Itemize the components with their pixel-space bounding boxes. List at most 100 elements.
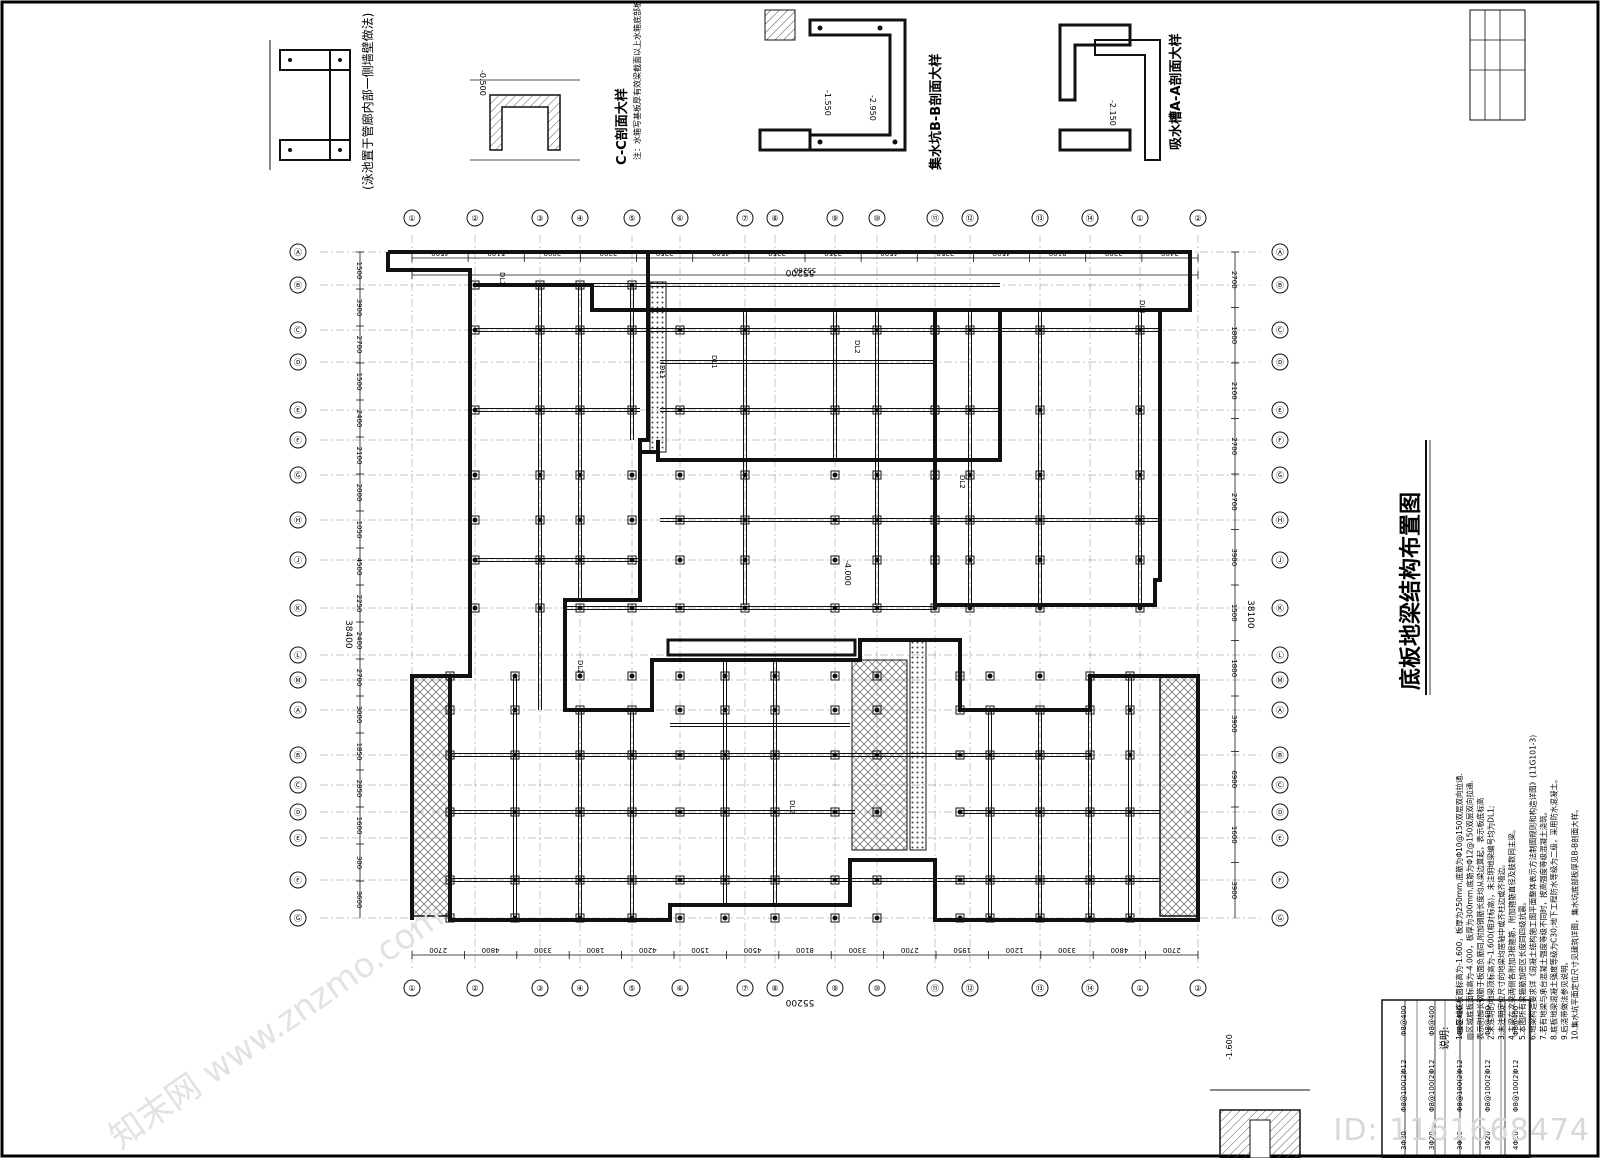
column-core (472, 557, 478, 563)
column (575, 913, 585, 923)
column (1085, 913, 1095, 923)
column (575, 671, 585, 681)
column-core (537, 472, 543, 478)
column (872, 807, 882, 817)
axis-bubble-right (1271, 701, 1289, 719)
detail-4-label: 吸水槽A-A剖面大样 (1168, 33, 1184, 150)
column-core (987, 707, 993, 713)
column (1135, 405, 1145, 415)
column (510, 705, 520, 715)
column (985, 913, 995, 923)
column (575, 470, 585, 480)
rebar-cell: Φ8@400 (1456, 1006, 1464, 1036)
column (965, 405, 975, 415)
column (830, 913, 840, 923)
axis-bubble-bottom (1189, 979, 1207, 997)
column-core (874, 915, 880, 921)
axis-bubble-left (289, 353, 307, 371)
note-line: 6.地梁构造要求详《混凝土结构施工图平面整体表示方法制图规则和构造详图》(11G… (1528, 735, 1538, 1040)
axis-bubble-top (623, 209, 641, 227)
column (675, 671, 685, 681)
axis-bubble-left (289, 746, 307, 764)
plan-outline-lower (388, 250, 1200, 922)
column-core (832, 809, 838, 815)
column-core (957, 915, 963, 921)
rebar-cell: Φ12 (1512, 1060, 1520, 1074)
column-core (1137, 327, 1143, 333)
rebar-cell: 3Φ20 (1400, 1131, 1408, 1150)
note-line: 7.若有地梁与承台混凝土强度等级不同时，按高强度等级混凝土浇筑。 (1538, 808, 1548, 1040)
column (575, 280, 585, 290)
bottom-dim-value: 1950 (953, 946, 971, 954)
axis-label-left: Ⓒ (294, 781, 302, 790)
bottom-dim-value: 3300 (848, 946, 866, 954)
column (1125, 913, 1135, 923)
axis-label-bottom: ⑪ (931, 984, 939, 993)
column-core (832, 472, 838, 478)
axis-label-left: Ⓐ (294, 706, 302, 715)
axis-label-left: Ⓐ (294, 248, 302, 257)
column (830, 325, 840, 335)
column (740, 325, 750, 335)
column (872, 671, 882, 681)
column (1135, 325, 1145, 335)
beam-label: DL2 (958, 475, 966, 489)
axis-label-bottom: ⑭ (1086, 984, 1094, 993)
detail-b-b (758, 9, 907, 152)
axis-label-bottom: ② (471, 984, 478, 993)
column (627, 405, 637, 415)
column (627, 875, 637, 885)
axis-bubble-right (1271, 671, 1289, 689)
column-core (629, 915, 635, 921)
column-core (832, 877, 838, 883)
axis-bubble-right (1271, 321, 1289, 339)
column-core (1037, 327, 1043, 333)
column-core (577, 707, 583, 713)
column-core (677, 877, 683, 883)
axis-label-left: Ⓖ (294, 471, 302, 480)
axis-label-top: ⑭ (1086, 214, 1094, 223)
column (1085, 705, 1095, 715)
detail-2-label: C-C剖面大样 (614, 88, 630, 165)
column-core (677, 752, 683, 758)
column (1125, 807, 1135, 817)
column-core (1137, 557, 1143, 563)
column (872, 405, 882, 415)
column-core (987, 915, 993, 921)
rebar-cell: 4Φ20 (1512, 1131, 1520, 1150)
column (1125, 750, 1135, 760)
column-core (577, 557, 583, 563)
column (740, 555, 750, 565)
elevation-tag: -2.950 (868, 95, 877, 121)
axis-bubble-top (826, 209, 844, 227)
column-core (1087, 752, 1093, 758)
column (675, 603, 685, 613)
column (1125, 875, 1135, 885)
column (770, 807, 780, 817)
axis-bubble-right (1271, 401, 1289, 419)
column (445, 807, 455, 817)
column (930, 555, 940, 565)
column-core (874, 707, 880, 713)
column (1125, 705, 1135, 715)
right-dim-value: 1500 (1230, 604, 1238, 622)
column (675, 325, 685, 335)
column-core (742, 472, 748, 478)
column-core (512, 707, 518, 713)
axis-label-left: Ⓑ (294, 281, 302, 290)
notes-heading: 说明: (1438, 1027, 1451, 1050)
bottom-dim-value: 4500 (744, 946, 762, 954)
column (985, 705, 995, 715)
column (872, 913, 882, 923)
column-core (742, 517, 748, 523)
left-dim-value: 2700 (355, 336, 363, 354)
column (965, 603, 975, 613)
column (1035, 515, 1045, 525)
column (872, 875, 882, 885)
bottom-dim-value: 2700 (429, 946, 447, 954)
column-core (1087, 915, 1093, 921)
sump-zone-right (1159, 675, 1199, 917)
column (627, 750, 637, 760)
axis-label-top: ⑩ (873, 214, 880, 223)
axis-label-bottom: ⑧ (771, 984, 778, 993)
